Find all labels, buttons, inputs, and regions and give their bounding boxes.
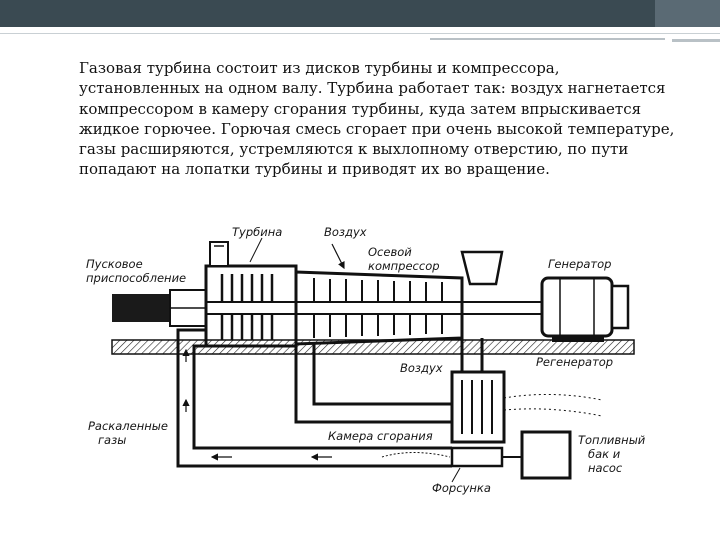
combustion-chamber [294,344,452,424]
main-shaft [205,301,543,315]
label-hot-gases-1: Раскаленные [88,419,168,433]
label-generator: Генератор [548,257,611,271]
label-hot-gases-2: газы [98,433,126,447]
exhaust-duct [176,328,452,468]
label-air-top: Воздух [324,225,367,239]
label-axial-compressor-2: компрессор [368,259,440,273]
fuel-tank [520,430,572,480]
header-band [0,0,720,27]
turbine-housing [204,241,298,348]
label-starter-1: Пусковое [86,257,143,271]
regenerator [450,370,603,444]
label-axial-compressor-1: Осевой [368,245,412,259]
label-regenerator: Регенератор [536,355,613,369]
label-fuel-tank-1: Топливный [578,433,646,447]
header-rule [0,33,720,34]
gas-turbine-diagram: Турбина Воздух Осевой компрессор Генерат… [86,225,646,495]
description-text: Газовая турбина состоит из дисков турбин… [79,59,675,179]
label-fuel-tank-3: насос [588,461,623,475]
label-air-mid: Воздух [400,361,443,375]
label-nozzle: Форсунка [432,481,491,495]
label-turbine: Турбина [232,225,282,239]
header-band-accent [655,0,720,27]
generator [540,276,630,342]
header-rule-accent [430,38,665,40]
label-combustion-chamber: Камера сгорания [328,429,433,443]
label-fuel-tank-2: бак и [588,447,621,461]
starter-device [112,289,207,327]
fuel-nozzle [381,446,522,468]
header-rule-accent-right [672,39,720,42]
air-intake-funnel [460,250,504,286]
exhaust-flow-arrows [182,348,332,461]
label-starter-2: приспособление [86,271,186,285]
